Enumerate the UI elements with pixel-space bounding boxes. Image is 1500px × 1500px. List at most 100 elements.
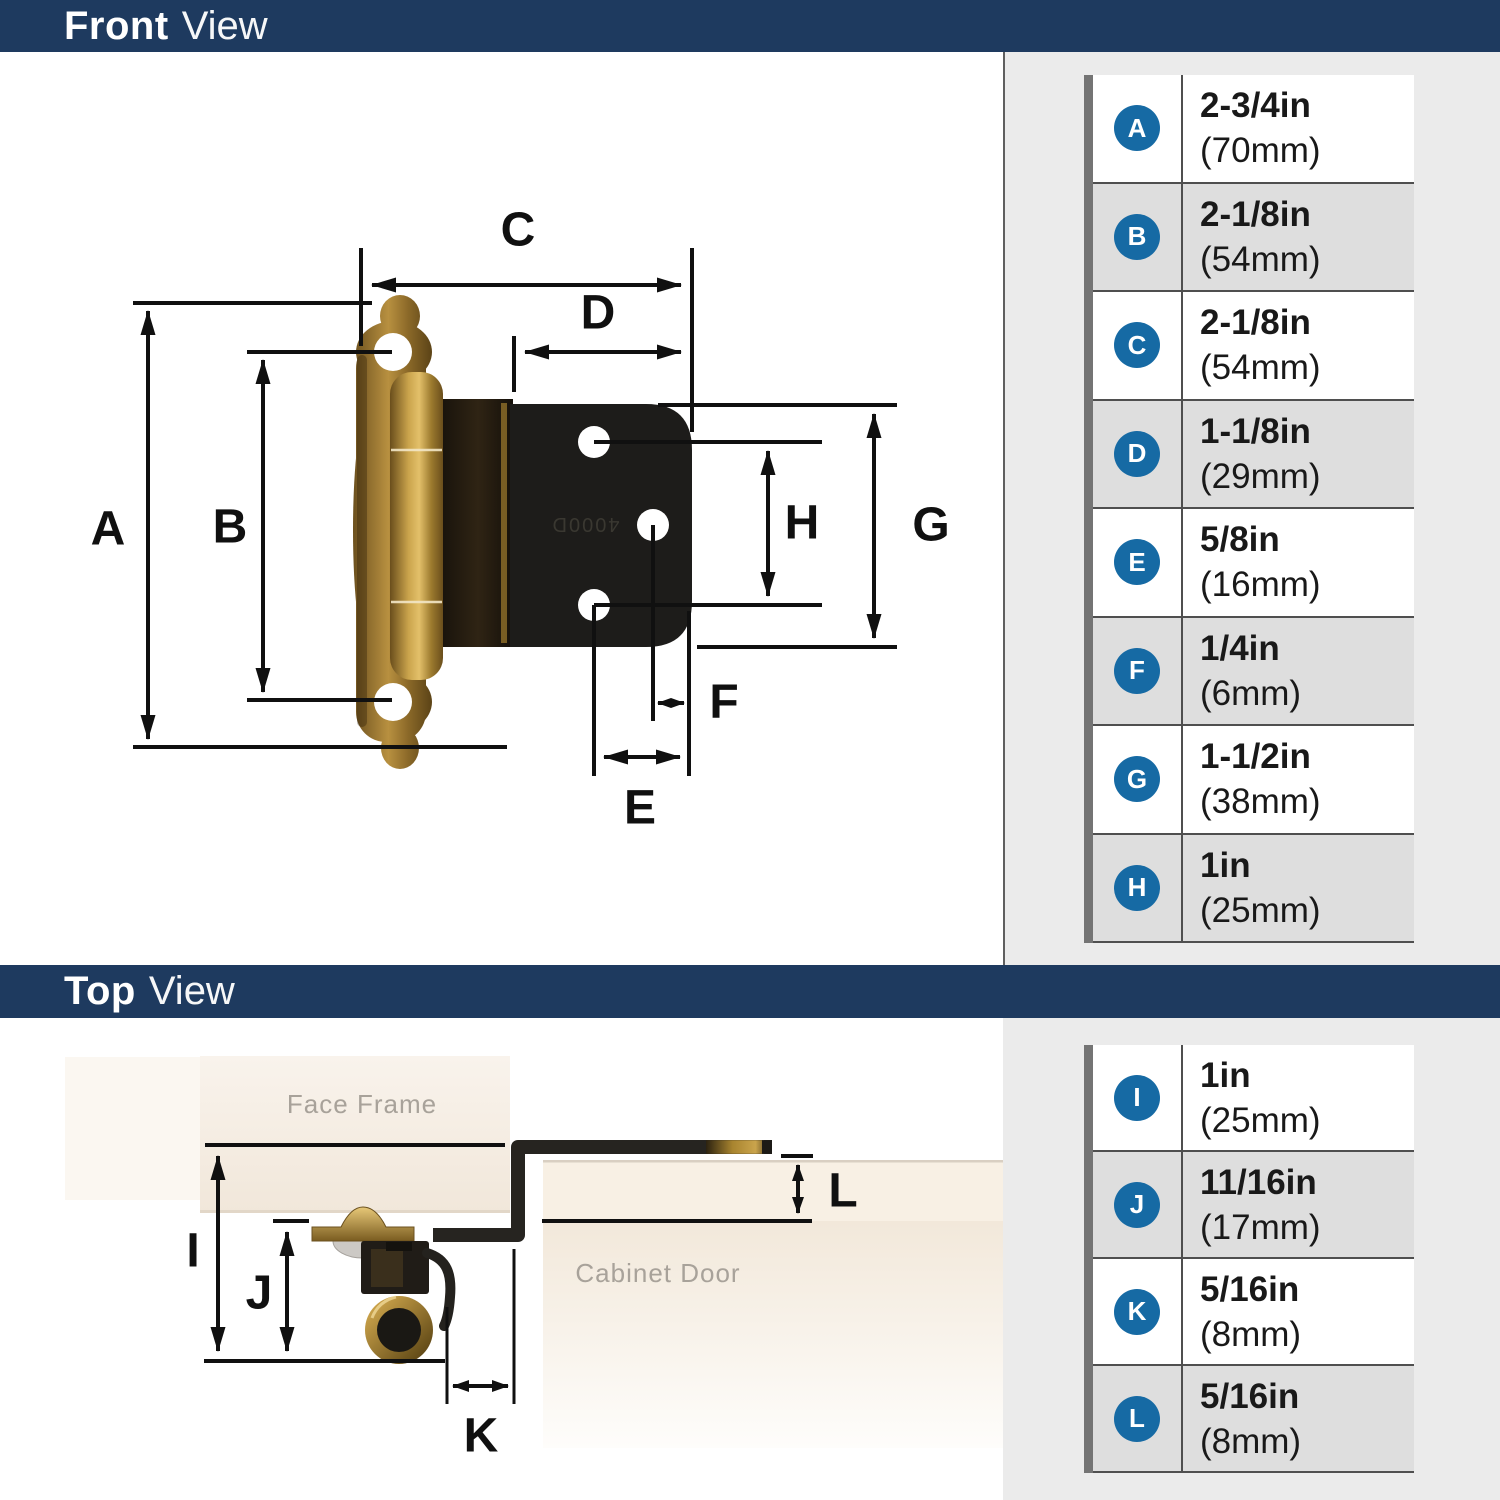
badge-cell: F xyxy=(1093,618,1181,725)
dim-value: 11/16in xyxy=(1200,1162,1317,1202)
value-cell: 5/8in (16mm) xyxy=(1181,509,1414,616)
badge-cell: D xyxy=(1093,401,1181,508)
dim-metric: (8mm) xyxy=(1200,1314,1302,1354)
dimension-d: D xyxy=(512,287,682,392)
dimension-e-f-references xyxy=(592,525,691,776)
spec-row-d: D 1-1/8in (29mm) xyxy=(1093,400,1414,509)
dim-badge-c: C xyxy=(1114,322,1160,369)
spec-row-a: A 2-3/4in (70mm) xyxy=(1093,75,1414,184)
dim-badge-d: D xyxy=(1114,430,1160,477)
dimension-k: K xyxy=(445,1249,516,1463)
dim-value: 1in xyxy=(1200,1055,1251,1095)
spec-row-b: B 2-1/8in (54mm) xyxy=(1093,183,1414,292)
dimension-g: G xyxy=(658,403,950,649)
dim-badge-f: F xyxy=(1114,647,1160,694)
dimension-a: A xyxy=(91,301,507,749)
value-cell: 2-1/8in (54mm) xyxy=(1181,183,1414,290)
top-spec-rows: I 1in (25mm) J 11/16in (17mm) K 5/16in (… xyxy=(1093,1045,1414,1473)
cabinet-door: Cabinet Door xyxy=(543,1160,1003,1448)
value-cell: 1-1/8in (29mm) xyxy=(1181,400,1414,507)
value-cell: 2-1/8in (54mm) xyxy=(1181,292,1414,399)
badge-cell: G xyxy=(1093,726,1181,833)
front-hinge-plate: 4000D xyxy=(510,404,692,647)
dim-value: 1-1/2in xyxy=(1200,737,1311,777)
front-spec-rows: A 2-3/4in (70mm) B 2-1/8in (54mm) C 2-1/… xyxy=(1093,75,1414,943)
front-spec-table: A 2-3/4in (70mm) B 2-1/8in (54mm) C 2-1/… xyxy=(1084,75,1414,943)
dim-label-i: I xyxy=(186,1225,199,1278)
spec-row-e: E 5/8in (16mm) xyxy=(1093,509,1414,618)
value-cell: 2-3/4in (70mm) xyxy=(1181,75,1414,182)
dim-value: 2-3/4in xyxy=(1200,86,1311,126)
table-accent-strip xyxy=(1084,1045,1093,1473)
dim-value: 2-1/8in xyxy=(1200,303,1311,343)
badge-cell: A xyxy=(1093,75,1181,182)
dim-value: 1/4in xyxy=(1200,628,1280,668)
dimension-i: I xyxy=(186,1155,445,1363)
dim-metric: (6mm) xyxy=(1200,673,1302,713)
face-frame-label: Face Frame xyxy=(287,1089,437,1119)
dim-value: 1-1/8in xyxy=(1200,411,1311,451)
dimension-j: J xyxy=(246,1219,309,1352)
dim-badge-l: L xyxy=(1114,1395,1160,1442)
front-view-title-light: View xyxy=(181,3,268,48)
dim-badge-i: I xyxy=(1114,1074,1160,1121)
badge-cell: B xyxy=(1093,184,1181,291)
dim-badge-b: B xyxy=(1114,213,1160,260)
dim-metric: (54mm) xyxy=(1200,348,1321,388)
dim-badge-j: J xyxy=(1114,1181,1160,1228)
top-hinge-body xyxy=(311,1206,456,1364)
front-view-diagram: 4000D A B C xyxy=(91,204,950,835)
dimension-c: C xyxy=(359,204,694,432)
dim-value: 1in xyxy=(1200,845,1251,885)
dimension-f: F xyxy=(657,676,739,729)
badge-cell: H xyxy=(1093,835,1181,942)
dim-metric: (38mm) xyxy=(1200,782,1321,822)
front-hinge-barrel xyxy=(390,372,443,680)
dimension-e: E xyxy=(603,749,681,835)
spec-row-i: I 1in (25mm) xyxy=(1093,1045,1414,1152)
dim-value: 5/16in xyxy=(1200,1376,1300,1416)
top-spec-table: I 1in (25mm) J 11/16in (17mm) K 5/16in (… xyxy=(1084,1045,1414,1473)
spec-row-c: C 2-1/8in (54mm) xyxy=(1093,292,1414,401)
dim-metric: (25mm) xyxy=(1200,890,1321,930)
dim-label-c: C xyxy=(501,204,536,257)
dim-value: 5/16in xyxy=(1200,1269,1300,1309)
front-view-header: Front View xyxy=(0,0,1500,52)
badge-cell: L xyxy=(1093,1366,1181,1471)
badge-cell: E xyxy=(1093,509,1181,616)
front-hinge-connector xyxy=(443,399,513,647)
table-accent-strip xyxy=(1084,75,1093,943)
dim-badge-g: G xyxy=(1114,756,1160,803)
badge-cell: K xyxy=(1093,1259,1181,1364)
dim-value: 5/8in xyxy=(1200,520,1280,560)
badge-cell: C xyxy=(1093,292,1181,399)
dim-label-e: E xyxy=(624,782,656,835)
spec-row-g: G 1-1/2in (38mm) xyxy=(1093,726,1414,835)
dim-metric: (16mm) xyxy=(1200,565,1321,605)
dim-metric: (70mm) xyxy=(1200,131,1321,171)
value-cell: 1-1/2in (38mm) xyxy=(1181,726,1414,833)
spec-row-l: L 5/16in (8mm) xyxy=(1093,1366,1414,1473)
dim-badge-k: K xyxy=(1114,1288,1160,1335)
spec-row-h: H 1in (25mm) xyxy=(1093,834,1414,943)
badge-cell: I xyxy=(1093,1045,1181,1150)
dim-label-a: A xyxy=(91,503,126,556)
value-cell: 1in (25mm) xyxy=(1181,1045,1414,1150)
spec-row-k: K 5/16in (8mm) xyxy=(1093,1259,1414,1366)
dim-metric: (8mm) xyxy=(1200,1421,1302,1461)
dim-label-h: H xyxy=(785,497,820,550)
value-cell: 1in (25mm) xyxy=(1181,834,1414,941)
dimension-h: H xyxy=(594,440,822,607)
dim-badge-h: H xyxy=(1114,864,1160,911)
brass-wing xyxy=(311,1206,415,1242)
dim-label-j: J xyxy=(246,1267,273,1320)
dim-metric: (29mm) xyxy=(1200,456,1321,496)
dim-metric: (54mm) xyxy=(1200,239,1321,279)
spec-row-j: J 11/16in (17mm) xyxy=(1093,1152,1414,1259)
top-view-diagram: Face Frame Cabinet Door xyxy=(65,1056,1003,1463)
top-view-title-bold: Top xyxy=(64,969,136,1013)
dim-label-g: G xyxy=(912,499,949,552)
dim-label-f: F xyxy=(709,676,738,729)
dim-value: 2-1/8in xyxy=(1200,194,1311,234)
value-cell: 5/16in (8mm) xyxy=(1181,1366,1414,1471)
